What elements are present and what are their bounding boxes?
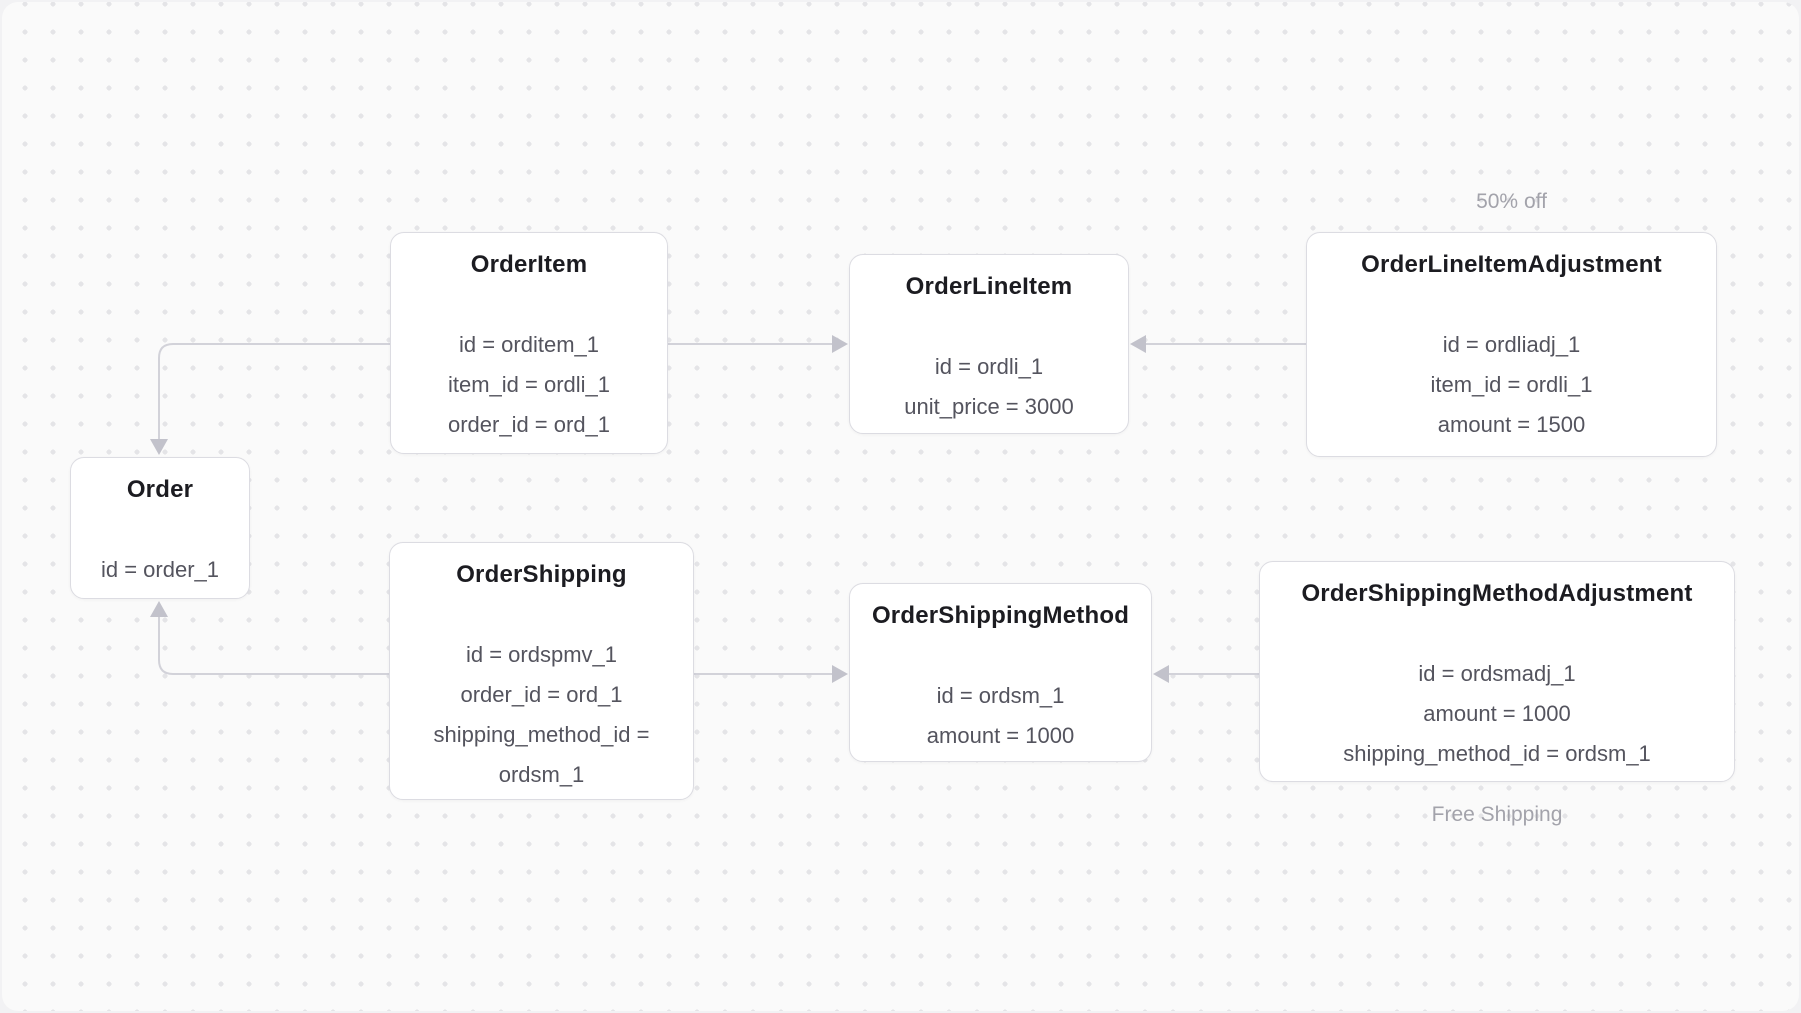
arrowhead-down-order-top <box>150 439 168 455</box>
node-field: item_id = ordli_1 <box>1430 372 1593 397</box>
arrowhead-left-ordershippingmethod <box>1153 665 1169 683</box>
node-field: id = ordliadj_1 <box>1442 332 1581 357</box>
edge-label-50-off: 50% off <box>1476 190 1547 213</box>
node-field: id = ordsmadj_1 <box>1418 661 1576 686</box>
node-field: amount = 1000 <box>1423 701 1571 726</box>
arrowhead-up-order-bottom <box>150 601 168 617</box>
node-title: Order <box>126 476 194 503</box>
node-fields: id = order_1 <box>71 550 249 590</box>
node-orderitem[interactable]: OrderItem id = orditem_1 item_id = ordli… <box>390 232 668 454</box>
node-field: id = ordli_1 <box>934 354 1044 379</box>
edge-label-free-shipping: Free Shipping <box>1431 803 1563 826</box>
node-order[interactable]: Order id = order_1 <box>70 457 250 599</box>
node-field: order_id = ord_1 <box>447 412 611 437</box>
node-title: OrderShippingMethodAdjustment <box>1301 580 1693 607</box>
edge-orderitem-to-order <box>158 343 390 443</box>
node-field: shipping_method_id = ordsm_1 <box>433 722 650 787</box>
arrowhead-right-ordershippingmethod <box>832 665 848 683</box>
node-ordershippingmethod[interactable]: OrderShippingMethod id = ordsm_1 amount … <box>849 583 1152 762</box>
node-fields: id = ordliadj_1 item_id = ordli_1 amount… <box>1307 325 1716 445</box>
node-field: order_id = ord_1 <box>460 682 623 707</box>
node-title: OrderItem <box>470 251 588 278</box>
node-orderlineitemadjustment[interactable]: OrderLineItemAdjustment id = ordliadj_1 … <box>1306 232 1717 457</box>
node-field: id = order_1 <box>100 557 220 582</box>
arrowhead-right-orderlineitem <box>832 335 848 353</box>
node-title: OrderLineItemAdjustment <box>1361 251 1662 278</box>
edge-ordershipping-to-order <box>158 614 389 675</box>
node-field: amount = 1000 <box>926 723 1075 748</box>
node-ordershipping[interactable]: OrderShipping id = ordspmv_1 order_id = … <box>389 542 694 800</box>
node-field: id = orditem_1 <box>458 332 600 357</box>
node-field: unit_price = 3000 <box>904 394 1074 419</box>
node-field: item_id = ordli_1 <box>447 372 611 397</box>
node-fields: id = ordsmadj_1 amount = 1000 shipping_m… <box>1260 654 1734 774</box>
node-title: OrderShipping <box>456 561 627 588</box>
node-field: amount = 1500 <box>1437 412 1586 437</box>
node-orderlineitem[interactable]: OrderLineItem id = ordli_1 unit_price = … <box>849 254 1129 434</box>
node-field: shipping_method_id = ordsm_1 <box>1343 741 1651 766</box>
node-title: OrderLineItem <box>905 273 1073 300</box>
arrowhead-left-orderlineitem <box>1130 335 1146 353</box>
node-ordershippingmethodadjustment[interactable]: OrderShippingMethodAdjustment id = ordsm… <box>1259 561 1735 782</box>
node-fields: id = ordli_1 unit_price = 3000 <box>850 347 1128 427</box>
node-field: id = ordsm_1 <box>936 683 1065 708</box>
node-fields: id = ordspmv_1 order_id = ord_1 shipping… <box>390 635 693 795</box>
node-fields: id = orditem_1 item_id = ordli_1 order_i… <box>391 325 667 445</box>
node-title: OrderShippingMethod <box>871 602 1130 629</box>
node-field: id = ordspmv_1 <box>465 642 618 667</box>
node-fields: id = ordsm_1 amount = 1000 <box>850 676 1151 756</box>
